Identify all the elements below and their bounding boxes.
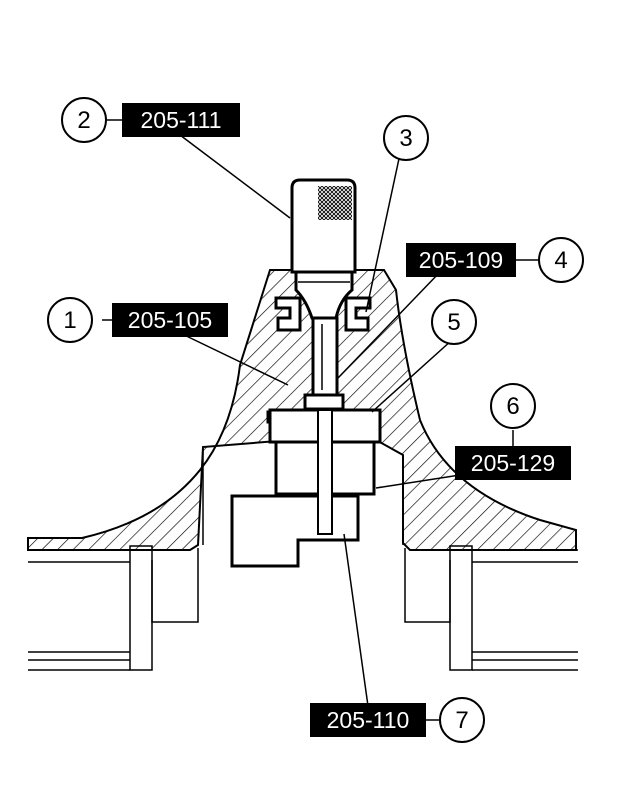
callout-circle <box>47 297 93 343</box>
callout-number: 6 <box>506 393 519 420</box>
callout-6: 6 205-129 <box>455 383 571 480</box>
callout-7: 205-110 7 <box>310 697 485 743</box>
leader-lines <box>102 119 538 721</box>
tool-label: 205-110 <box>327 707 410 733</box>
callout-4: 205-109 4 <box>406 237 584 283</box>
callout-number: 1 <box>63 307 76 334</box>
callout-1: 1 205-105 <box>47 297 228 343</box>
center-rod <box>317 409 333 535</box>
callout-3: 3 <box>383 115 429 161</box>
bore-wall <box>202 447 404 545</box>
callout-number: 4 <box>554 247 567 274</box>
callout-number: 5 <box>447 309 460 336</box>
callout-circle <box>383 115 429 161</box>
callout-circle <box>538 237 584 283</box>
tool-label: 205-129 <box>471 450 555 476</box>
callout-number: 7 <box>455 707 468 734</box>
tool-label-box <box>455 446 571 480</box>
callout-circle <box>61 97 107 143</box>
tool-label-box <box>112 303 228 337</box>
tool-label: 205-109 <box>419 247 503 273</box>
tool-label-box <box>406 243 516 277</box>
callout-circle <box>439 697 485 743</box>
lower-structure-right <box>404 545 578 671</box>
callout-number: 3 <box>399 125 412 152</box>
callout-circle <box>431 299 477 345</box>
tool-shaft <box>303 316 345 411</box>
tool-label: 205-111 <box>141 107 222 133</box>
tool-label-box <box>122 103 240 137</box>
callout-2: 2 205-111 <box>61 97 240 143</box>
upper-seal <box>274 296 372 332</box>
lower-structure-left <box>28 545 199 671</box>
callout-circle <box>490 383 536 429</box>
callout-5: 5 <box>431 299 477 345</box>
tool-handle <box>290 178 357 320</box>
tool-label: 205-105 <box>128 307 212 333</box>
callout-number: 2 <box>77 107 90 134</box>
tool-holder <box>230 494 360 568</box>
tool-label-box <box>310 703 426 737</box>
